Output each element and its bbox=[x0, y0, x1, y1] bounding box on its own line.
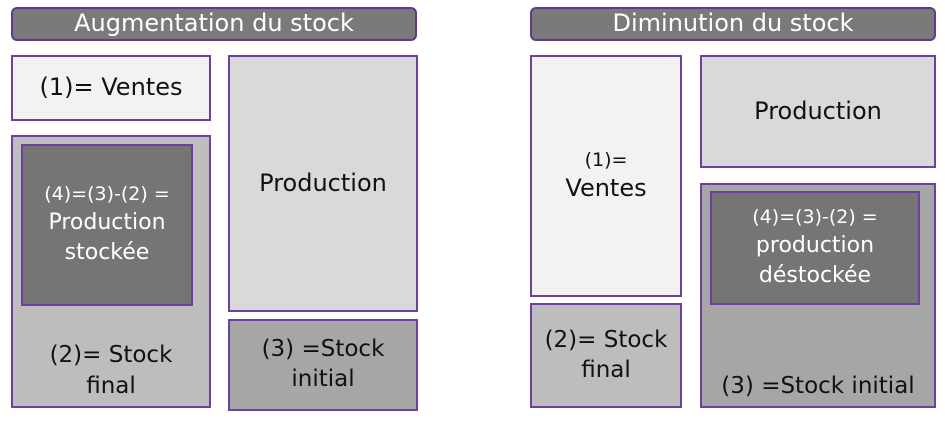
left-production-stockee-box: (4)=(3)-(2) = Production stockée bbox=[21, 144, 193, 306]
right-stock-final-line1: (2)= Stock bbox=[544, 326, 668, 353]
right-title: Diminution du stock bbox=[530, 7, 936, 41]
left-production-stockee-line3: stockée bbox=[64, 239, 150, 265]
left-production-label: Production bbox=[259, 168, 387, 197]
right-ventes-box: (1)= Ventes bbox=[530, 55, 682, 297]
right-stock-initial-box: (4)=(3)-(2) = production déstockée (3) =… bbox=[700, 183, 936, 408]
right-ventes-line1: (1)= bbox=[584, 149, 628, 172]
left-stock-final-text: (2)= Stock final bbox=[13, 340, 209, 402]
left-production-stockee-line1: (4)=(3)-(2) = bbox=[44, 183, 170, 206]
right-production-box: Production bbox=[700, 55, 936, 168]
right-title-text: Diminution du stock bbox=[612, 9, 854, 38]
left-ventes-box: (1)= Ventes bbox=[11, 55, 211, 121]
right-production-label: Production bbox=[754, 96, 882, 125]
left-stock-final-box: (4)=(3)-(2) = Production stockée (2)= St… bbox=[11, 135, 211, 408]
left-stock-initial-line2: initial bbox=[291, 366, 355, 392]
right-production-destockee-line2: production bbox=[755, 233, 875, 259]
right-stock-final-line2: final bbox=[581, 356, 631, 383]
left-title-text: Augmentation du stock bbox=[74, 9, 354, 38]
left-title: Augmentation du stock bbox=[11, 7, 417, 41]
left-production-box: Production bbox=[228, 55, 418, 312]
right-stock-final-box: (2)= Stock final bbox=[530, 303, 682, 408]
right-production-destockee-line1: (4)=(3)-(2) = bbox=[752, 206, 878, 229]
left-stock-final-line1: (2)= Stock bbox=[49, 342, 173, 368]
left-production-stockee-line2: Production bbox=[48, 210, 166, 236]
right-production-destockee-line3: déstockée bbox=[758, 262, 872, 288]
left-stock-initial-line1: (3) =Stock bbox=[261, 336, 385, 363]
right-production-destockee-box: (4)=(3)-(2) = production déstockée bbox=[710, 191, 920, 305]
right-ventes-line2: Ventes bbox=[565, 173, 647, 202]
left-ventes-label: (1)= Ventes bbox=[39, 73, 183, 102]
left-stock-final-line2: final bbox=[86, 373, 136, 400]
right-stock-initial-label: (3) =Stock initial bbox=[721, 373, 915, 399]
right-stock-initial-text: (3) =Stock initial bbox=[702, 371, 934, 402]
left-stock-initial-box: (3) =Stock initial bbox=[228, 319, 418, 411]
